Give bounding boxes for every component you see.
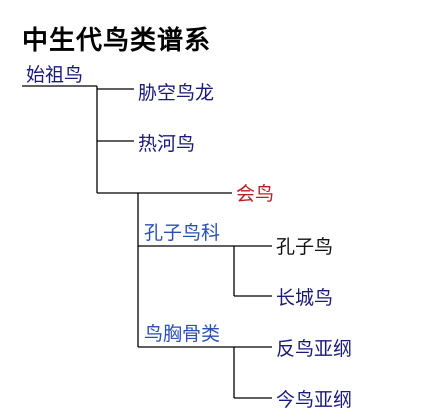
node-rehe: 热河鸟 (138, 133, 196, 155)
page-title: 中生代鸟类谱系 (22, 26, 212, 56)
node-huiniao: 会鸟 (236, 183, 275, 205)
node-root: 始祖鸟 (26, 64, 84, 86)
node-kongziniao-ke: 孔子鸟科 (144, 222, 221, 244)
node-changcheng: 长城鸟 (276, 287, 334, 309)
node-kongziniao: 孔子鸟 (276, 236, 334, 258)
node-fanniao: 反鸟亚纲 (276, 338, 353, 360)
node-xiekong: 胁空鸟龙 (138, 82, 215, 104)
node-jinniao: 今鸟亚纲 (276, 389, 353, 411)
node-niaoxiong: 鸟胸骨类 (144, 323, 221, 345)
